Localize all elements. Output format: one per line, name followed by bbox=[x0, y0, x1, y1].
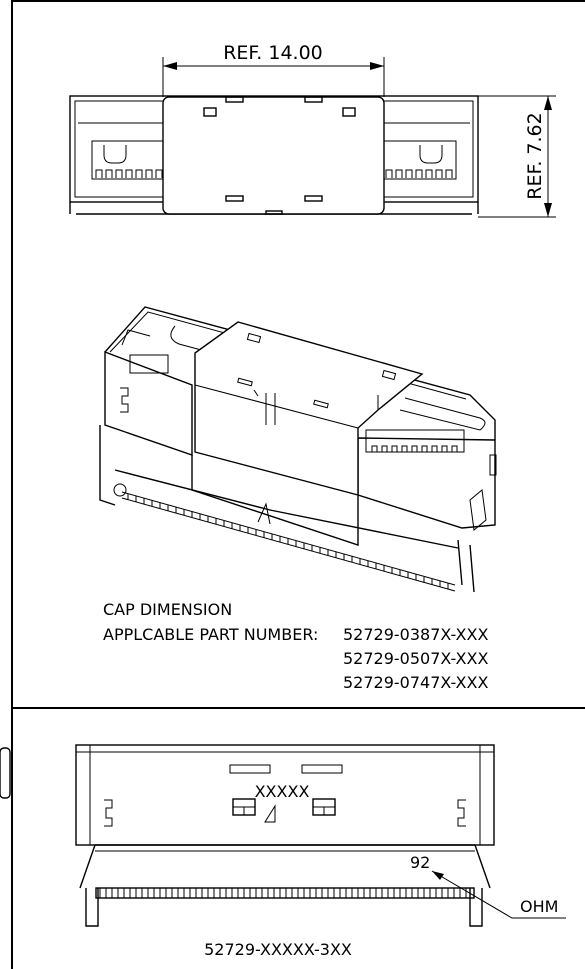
ohm-value: 92 bbox=[410, 853, 430, 872]
front-view: XXXXX 92 OHM 52729-XXXXX-3XX bbox=[75, 744, 566, 959]
height-dimension: REF. 7.62 bbox=[478, 95, 556, 218]
top-view: REF. 14.00 REF. 7.62 bbox=[69, 42, 556, 218]
height-dimension-label: REF. 7.62 bbox=[524, 112, 546, 199]
front-part-number: 52729-XXXXX-3XX bbox=[204, 940, 352, 959]
cap-isometric bbox=[194, 321, 424, 496]
part-number-3: 52729-0747X-XXX bbox=[343, 673, 488, 692]
width-dimension: REF. 14.00 bbox=[162, 42, 385, 97]
notes: CAP DIMENSION APPLCABLE PART NUMBER: 527… bbox=[103, 600, 488, 692]
note-part-label: APPLCABLE PART NUMBER: bbox=[103, 625, 318, 644]
isometric-view bbox=[99, 306, 497, 593]
part-number-1: 52729-0387X-XXX bbox=[343, 625, 488, 644]
note-title: CAP DIMENSION bbox=[103, 600, 232, 619]
width-dimension-label: REF. 14.00 bbox=[223, 42, 323, 64]
ohm-label: OHM bbox=[520, 897, 558, 916]
cap-marking: XXXXX bbox=[255, 782, 310, 801]
part-number-2: 52729-0507X-XXX bbox=[343, 649, 488, 668]
side-tab bbox=[0, 747, 11, 799]
cap-top-view bbox=[162, 96, 385, 215]
